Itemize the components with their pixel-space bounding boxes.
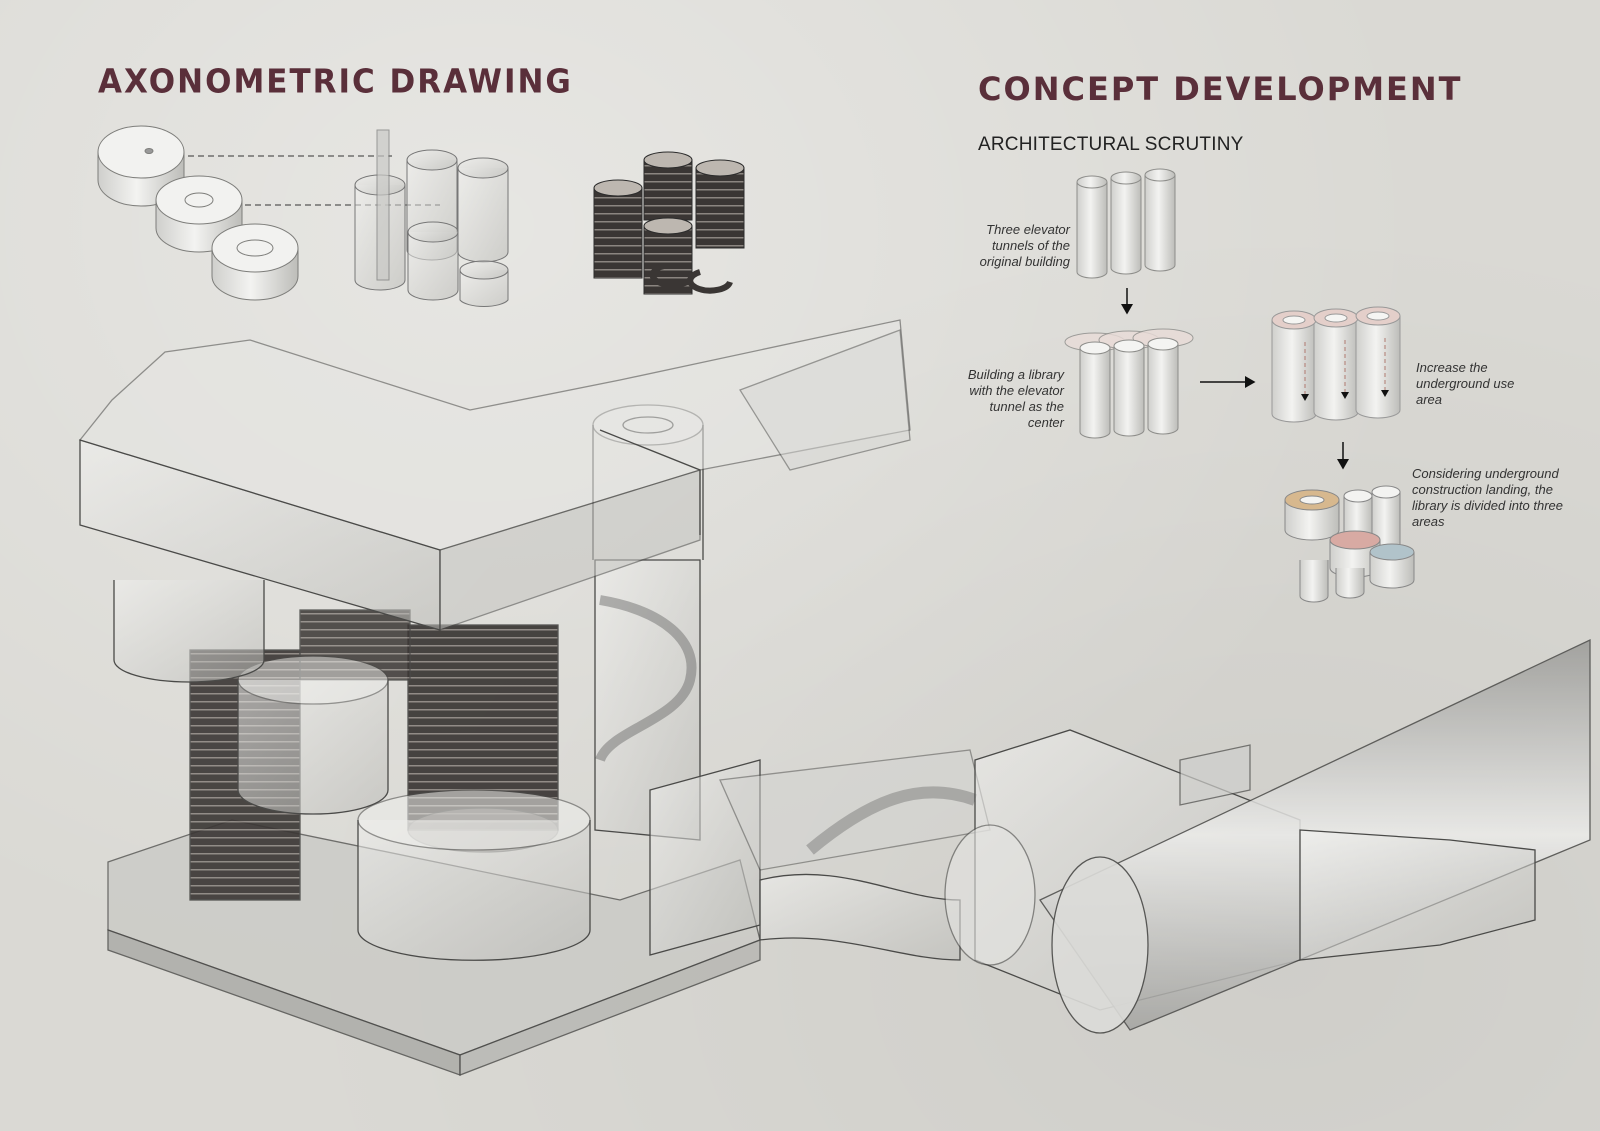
note-underground-area: Increase the underground use area [1416, 360, 1515, 407]
glass-cylinders-diagram [354, 129, 509, 307]
note-three-areas: Considering underground construction lan… [1412, 466, 1564, 529]
axonometric-title: AXONOMETRIC DRAWING [98, 63, 573, 101]
underground-mass-diagram [1271, 306, 1401, 423]
three-areas-diagram [1284, 485, 1415, 603]
scrutiny-subtitle: ARCHITECTURAL SCRUTINY [978, 134, 1244, 155]
three-columns-diagram [1076, 168, 1176, 279]
disc-stack-diagram [97, 125, 440, 301]
concept-title: CONCEPT DEVELOPMENT [978, 70, 1463, 108]
main-axonometric-building [78, 319, 1591, 1076]
library-columns-diagram [1064, 328, 1194, 439]
note-library-center: Building a library with the elevator tun… [967, 367, 1064, 430]
bookshelf-rings-diagram [593, 151, 745, 295]
note-elevator-tunnels: Three elevator tunnels of the original b… [979, 222, 1070, 269]
